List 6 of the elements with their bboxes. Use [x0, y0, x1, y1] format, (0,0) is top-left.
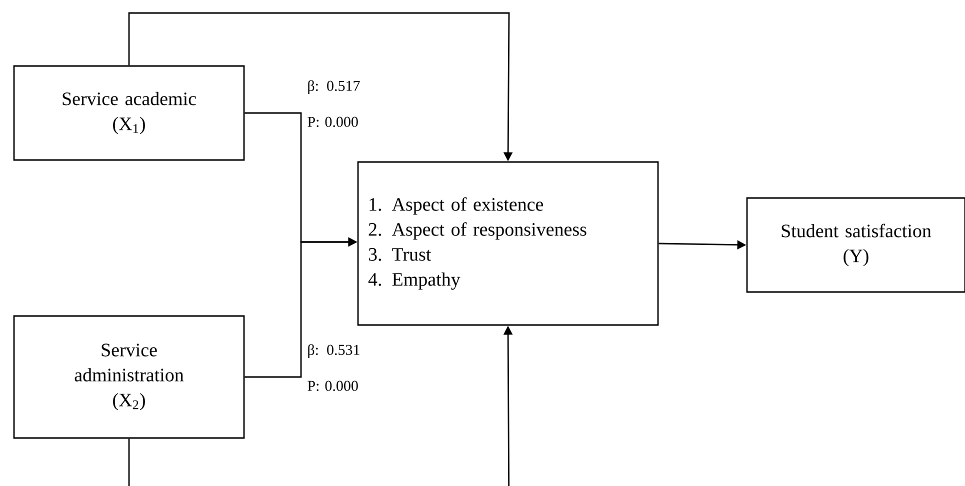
factor-box: Student satisfaction (Y) — [746, 197, 965, 293]
edge-label: β: 0.517 P: 0.000 — [306, 79, 368, 128]
factor-box: 1. Aspect of existence 2. Aspect of responsiveness 3. Trust 4. Empathy — [357, 161, 659, 326]
factor-box: Service administration (X$_{2}$) — [13, 315, 245, 439]
factor-box: Service academic (X$_{1}$) — [13, 65, 245, 161]
edge-label: β: 0.531 P: 0.000 — [306, 343, 368, 392]
